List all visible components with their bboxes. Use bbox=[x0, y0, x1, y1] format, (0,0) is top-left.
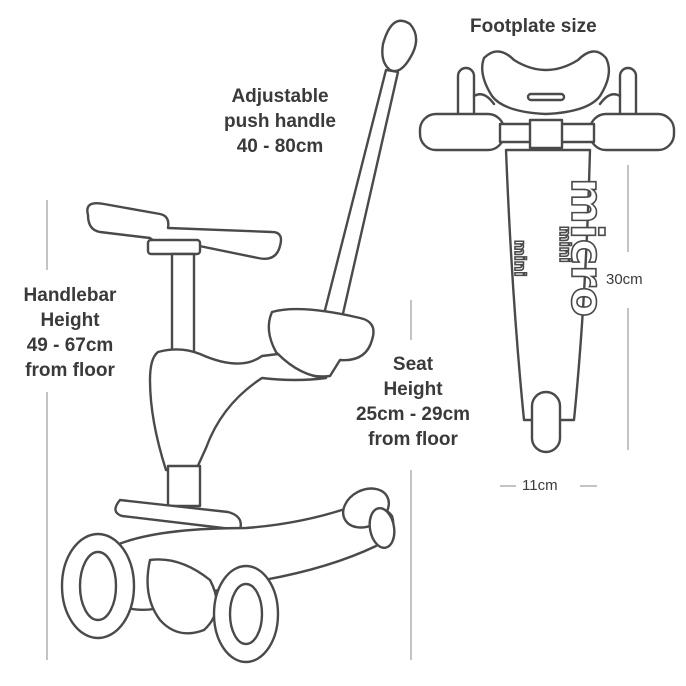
seat-height-label-line-2: Height bbox=[383, 379, 443, 400]
front-wheel-right-inner bbox=[228, 582, 264, 646]
handlebar-height-label-line-1: Handlebar bbox=[23, 285, 117, 306]
top-handlebar-left bbox=[418, 112, 506, 152]
brand-sub-logo-1: mini bbox=[556, 226, 574, 263]
push-handle-label-line-3: 40 - 80cm bbox=[236, 136, 324, 157]
front-wheel-left bbox=[60, 532, 136, 640]
top-view-footplate: micro mini mini bbox=[418, 50, 676, 454]
side-view-scooter bbox=[60, 19, 418, 664]
handlebar-height-label-line-2: Height bbox=[40, 310, 100, 331]
footplate-size-label: Footplate size bbox=[470, 16, 597, 37]
rear-wheel-hub bbox=[368, 506, 396, 550]
width-dimension: 11cm bbox=[522, 477, 558, 494]
steering-column bbox=[170, 252, 196, 356]
length-dimension: 30cm bbox=[606, 271, 643, 288]
lower-column bbox=[166, 464, 202, 508]
handlebar-height-label-line-3: 49 - 67cm bbox=[26, 335, 114, 356]
push-handle-grip bbox=[381, 19, 418, 73]
top-clamp bbox=[528, 118, 564, 150]
brand-sub-logo-2: mini bbox=[511, 240, 529, 277]
front-wheel-right bbox=[212, 564, 280, 664]
handlebar bbox=[86, 201, 283, 260]
handlebar-clamp bbox=[146, 238, 202, 256]
top-handlebar-right bbox=[588, 112, 676, 152]
top-deck bbox=[504, 148, 592, 422]
front-fork bbox=[146, 558, 218, 635]
top-front-wheel bbox=[530, 390, 562, 454]
seat-height-label: Seat Height 25cm - 29cm from floor bbox=[336, 352, 490, 452]
top-seat bbox=[481, 50, 611, 116]
push-handle-label: Adjustable push handle 40 - 80cm bbox=[212, 84, 348, 159]
seat-height-label-line-3: 25cm - 29cm bbox=[355, 404, 471, 425]
top-seat-handle bbox=[526, 92, 566, 102]
front-wheel-left-inner bbox=[78, 550, 118, 622]
push-handle-label-line-2: push handle bbox=[224, 111, 336, 132]
brand-logo: micro bbox=[561, 178, 612, 317]
handlebar-height-label-line-4: from floor bbox=[25, 360, 115, 381]
handlebar-height-label: Handlebar Height 49 - 67cm from floor bbox=[0, 283, 140, 383]
seat-height-label-line-4: from floor bbox=[368, 429, 458, 450]
push-handle-label-line-1: Adjustable bbox=[231, 86, 329, 107]
scooter-body bbox=[148, 348, 328, 472]
top-seat-sides bbox=[472, 93, 622, 106]
seat-height-label-line-1: Seat bbox=[392, 354, 434, 375]
seat bbox=[267, 307, 375, 378]
